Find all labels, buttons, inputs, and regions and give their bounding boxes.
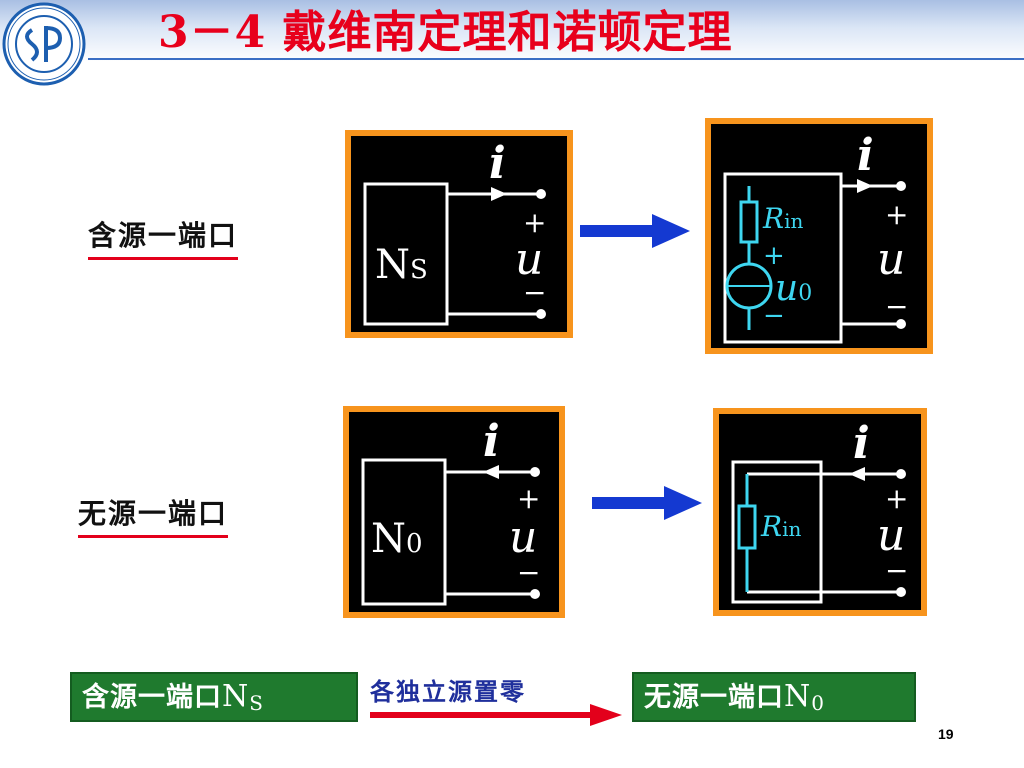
label-underline xyxy=(88,257,239,260)
minus-sign: − xyxy=(523,276,546,309)
network-box xyxy=(363,182,449,326)
summary-symbol: N xyxy=(784,679,812,714)
row-label-text: 无源一端口 xyxy=(78,497,229,530)
row-label-passive-port: 无源一端口 xyxy=(78,492,229,538)
summary-symbol-sub: S xyxy=(249,691,264,715)
voltage-label: u xyxy=(515,234,543,285)
current-arrow-icon xyxy=(857,179,873,193)
summary-symbol: N xyxy=(222,679,250,714)
summary-text: 含源一端口 xyxy=(82,682,222,713)
plus-sign: + xyxy=(523,206,546,239)
resistor-label: Rin xyxy=(760,510,801,543)
row-label-active-port: 含源一端口 xyxy=(88,214,239,260)
summary-active-port: 含源一端口NS xyxy=(70,672,358,722)
row-label-text: 含源一端口 xyxy=(88,219,239,252)
equivalence-arrow-icon xyxy=(580,214,690,248)
transform-label: 各独立源置零 xyxy=(370,678,526,706)
panel-resistance-equivalent: i + u − Rin xyxy=(713,408,927,616)
voltage-label: u xyxy=(877,234,905,285)
equivalent-box xyxy=(723,172,843,344)
summary-passive-port: 无源一端口N0 xyxy=(632,672,916,722)
current-label: i xyxy=(489,138,506,189)
panel-active-network: NS i + u − xyxy=(345,130,573,338)
header-band xyxy=(0,0,1024,62)
summary-symbol-sub: 0 xyxy=(811,691,825,715)
voltage-label: u xyxy=(877,510,905,561)
plus-sign: + xyxy=(885,482,908,515)
current-label: i xyxy=(853,418,870,469)
voltage-label: u xyxy=(509,512,537,563)
resistor-label: Rin xyxy=(762,202,803,235)
header-divider xyxy=(88,58,1024,60)
equivalent-box xyxy=(731,460,823,604)
source-label: u0 xyxy=(775,268,812,309)
current-arrow-icon xyxy=(491,187,507,201)
network-symbol: N0 xyxy=(371,516,423,562)
source-minus-sign: − xyxy=(763,301,785,331)
resistor-icon xyxy=(737,504,757,550)
resistor-icon xyxy=(739,200,759,244)
slide-title: 3－4 戴维南定理和诺顿定理 xyxy=(158,7,733,58)
summary-text: 无源一端口 xyxy=(644,682,784,713)
source-plus-sign: + xyxy=(763,241,785,271)
transform-arrow-icon xyxy=(370,704,622,726)
current-label: i xyxy=(483,416,500,467)
university-seal-icon xyxy=(2,2,86,86)
plus-sign: + xyxy=(885,198,908,231)
page-number: 19 xyxy=(938,726,954,742)
panel-thevenin-equivalent: i + u − Rin + u0 − xyxy=(705,118,933,354)
minus-sign: − xyxy=(885,290,908,323)
network-symbol: NS xyxy=(375,242,428,288)
label-underline xyxy=(78,535,229,538)
minus-sign: − xyxy=(517,556,540,589)
panel-passive-network: N0 i + u − xyxy=(343,406,565,618)
network-box xyxy=(361,458,447,606)
current-label: i xyxy=(857,130,874,181)
current-arrow-icon xyxy=(483,465,499,479)
current-arrow-icon xyxy=(849,467,865,481)
plus-sign: + xyxy=(517,482,540,515)
equivalence-arrow-icon xyxy=(592,486,702,520)
minus-sign: − xyxy=(885,554,908,587)
